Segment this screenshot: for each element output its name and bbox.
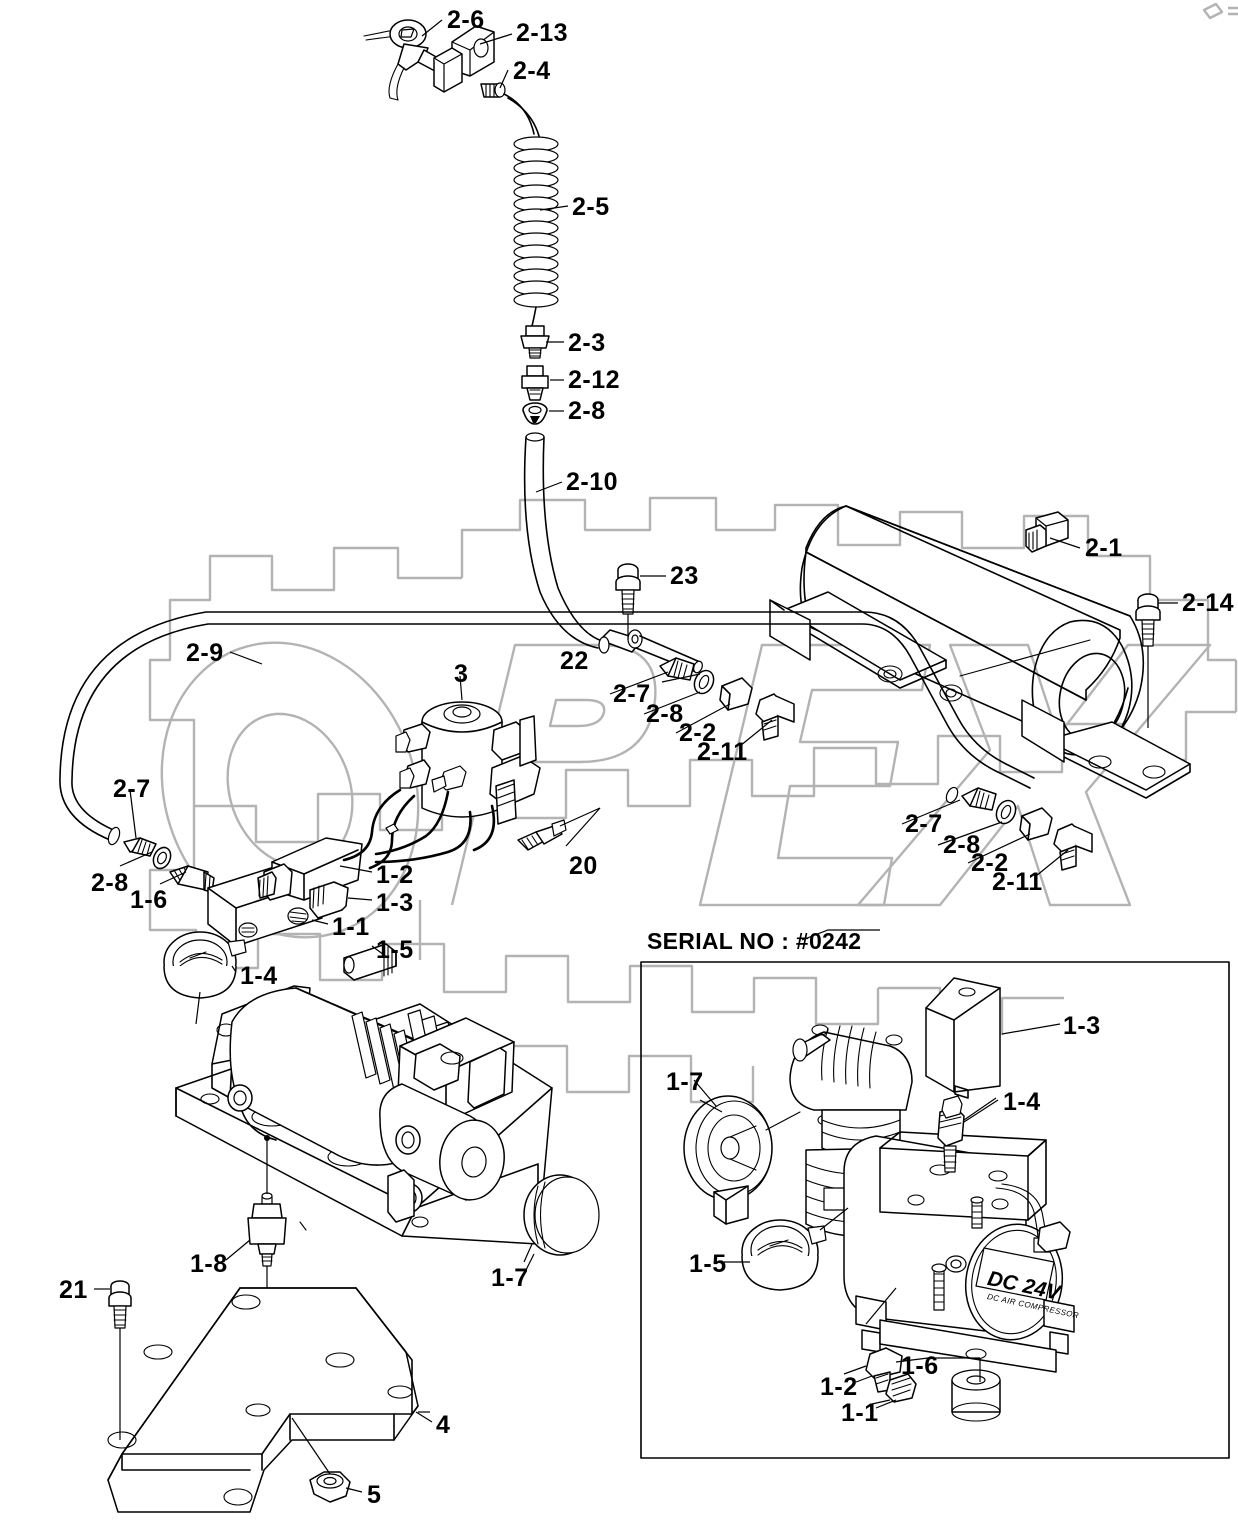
part-2-13-gun-body xyxy=(433,25,495,93)
callout-label-2-5: 2-5 xyxy=(572,193,610,221)
callout-label-5: 5 xyxy=(367,1481,382,1509)
callout-label-2-7: 2-7 xyxy=(905,810,943,838)
fittings-mid-right-group xyxy=(659,657,795,741)
callout-label-1-4: 1-4 xyxy=(240,962,278,990)
callout-label-1-2: 1-2 xyxy=(376,861,414,889)
callout-label-1-3: 1-3 xyxy=(376,889,414,917)
inset-parts-1-2-1-1-1-6 xyxy=(843,1287,981,1405)
callout-label-23: 23 xyxy=(670,562,699,590)
inset-compressor xyxy=(789,977,1075,1422)
part-1-7-filter-cap-main xyxy=(523,1174,600,1263)
inset-box xyxy=(640,961,1230,1459)
part-2-1-tank-fitting xyxy=(1025,511,1069,553)
watermark-fragment-topright xyxy=(1202,2,1238,20)
callout-label-2-7: 2-7 xyxy=(613,680,651,708)
callout-label-2-4: 2-4 xyxy=(513,57,551,85)
callout-label-2-13: 2-13 xyxy=(516,19,569,47)
callout-label-2-11: 2-11 xyxy=(992,868,1043,896)
callout-label-22: 22 xyxy=(560,647,589,675)
callout-label-2-8: 2-8 xyxy=(943,831,981,859)
part-2-4-quick-coupler xyxy=(480,82,506,98)
part-2-3-connector xyxy=(520,325,550,359)
part-1-4-gauge xyxy=(163,931,247,1025)
part-23-bolt xyxy=(615,563,641,640)
part-20-bolt xyxy=(517,807,601,851)
callout-label-2-9: 2-9 xyxy=(186,639,224,667)
fittings-lower-right-group xyxy=(945,786,1093,871)
part-2-9-long-hose xyxy=(59,611,1035,846)
fittings-left-group xyxy=(123,837,172,870)
callout-label-2-14: 2-14 xyxy=(1182,589,1235,617)
part-3-solenoid-valve xyxy=(342,675,541,870)
part-air-tank xyxy=(769,505,1191,799)
callout-label-2-7: 2-7 xyxy=(113,775,151,803)
part-2-14-bolt xyxy=(1135,593,1161,728)
callout-label-2-10: 2-10 xyxy=(566,468,619,496)
callout-label-2-8: 2-8 xyxy=(91,869,129,897)
callout-label-2-6: 2-6 xyxy=(447,6,485,34)
callout-label-2-12: 2-12 xyxy=(568,366,621,394)
callout-label-4: 4 xyxy=(436,1411,451,1439)
callout-label-1-4: 1-4 xyxy=(1003,1088,1041,1116)
part-5-lock-nut xyxy=(291,1417,351,1503)
callout-label-2-2: 2-2 xyxy=(679,719,717,747)
part-2-12-coupler-body xyxy=(521,365,549,401)
callout-label-21: 21 xyxy=(59,1276,88,1304)
part-1-3-plug xyxy=(309,881,349,919)
inset-part-1-7-filter xyxy=(683,1095,801,1225)
callout-label-2-11: 2-11 xyxy=(697,738,748,766)
callout-label-1-7: 1-7 xyxy=(491,1264,529,1292)
callout-label-2-3: 2-3 xyxy=(568,329,606,357)
callout-label-3: 3 xyxy=(454,660,469,688)
callout-label-1-7: 1-7 xyxy=(666,1068,704,1096)
serial-number-label: SERIAL NO : #0242 xyxy=(647,928,862,954)
part-1-8-safety-valve xyxy=(247,1135,287,1326)
part-2-10-hose xyxy=(523,432,607,649)
callout-label-2-1: 2-1 xyxy=(1085,534,1123,562)
callout-label-1-2: 1-2 xyxy=(820,1373,858,1401)
callout-label-1-5: 1-5 xyxy=(376,936,414,964)
callout-label-1-8: 1-8 xyxy=(190,1250,228,1278)
callout-label-1-6: 1-6 xyxy=(130,886,168,914)
callout-label-1-6: 1-6 xyxy=(901,1352,939,1380)
callout-label-1-5: 1-5 xyxy=(689,1250,727,1278)
callout-label-2-2: 2-2 xyxy=(971,849,1009,877)
callout-label-20: 20 xyxy=(569,852,598,880)
serial-leader-line xyxy=(801,929,880,941)
leader-lines xyxy=(94,19,1178,1493)
part-2-8-nut-top xyxy=(522,402,548,425)
part-21-bolt xyxy=(108,1280,132,1440)
part-1-5-nipple xyxy=(343,943,397,981)
part-2-5-coil-hose xyxy=(503,93,559,327)
callout-label-1-3: 1-3 xyxy=(1063,1012,1101,1040)
part-4-mounting-bracket xyxy=(107,1287,430,1513)
part-22-tube xyxy=(598,629,703,674)
callout-label-2-8: 2-8 xyxy=(568,397,606,425)
callout-label-1-1: 1-1 xyxy=(332,913,370,941)
callout-label-2-8: 2-8 xyxy=(646,700,684,728)
inset-part-1-4-fitting xyxy=(937,1095,997,1173)
callout-label-1-1: 1-1 xyxy=(841,1399,879,1427)
inset-part-1-5-gauge xyxy=(741,1207,849,1291)
compressor-main-assembly xyxy=(175,985,553,1245)
